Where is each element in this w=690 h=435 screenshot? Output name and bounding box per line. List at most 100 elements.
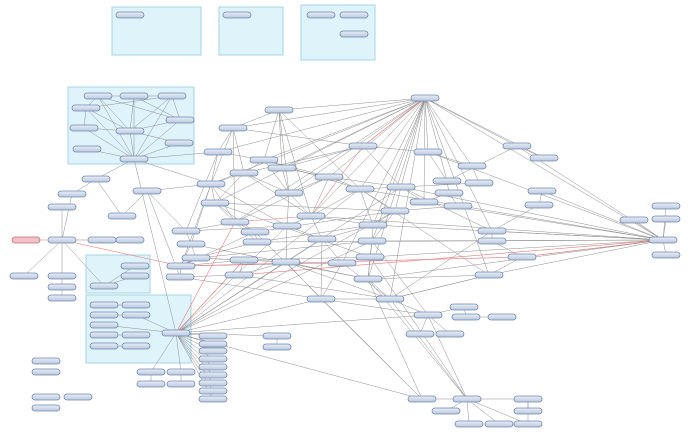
graph-node[interactable] <box>651 215 681 223</box>
graph-node[interactable] <box>477 237 507 245</box>
graph-node[interactable] <box>72 145 102 153</box>
graph-node[interactable] <box>651 202 681 210</box>
graph-node[interactable] <box>31 393 61 401</box>
graph-node[interactable] <box>296 212 326 220</box>
graph-node[interactable] <box>63 393 93 401</box>
graph-node[interactable] <box>262 332 292 340</box>
graph-node[interactable] <box>198 347 228 355</box>
graph-node[interactable] <box>31 368 61 376</box>
graph-node[interactable] <box>166 368 196 376</box>
graph-node[interactable] <box>47 294 77 302</box>
graph-node[interactable] <box>264 106 294 114</box>
graph-node[interactable] <box>31 357 61 365</box>
graph-node[interactable] <box>81 175 111 183</box>
graph-node[interactable] <box>176 240 206 248</box>
graph-node[interactable] <box>107 212 137 220</box>
graph-node[interactable] <box>220 218 250 226</box>
graph-node[interactable] <box>166 262 196 270</box>
graph-node[interactable] <box>407 395 437 403</box>
graph-node[interactable] <box>87 236 117 244</box>
graph-node[interactable] <box>89 282 119 290</box>
graph-node[interactable] <box>502 142 532 150</box>
graph-node[interactable] <box>69 124 99 132</box>
graph-node[interactable] <box>165 116 195 124</box>
graph-node[interactable] <box>454 420 484 428</box>
graph-node[interactable] <box>198 395 228 403</box>
graph-node[interactable] <box>203 148 233 156</box>
graph-node[interactable] <box>457 162 487 170</box>
graph-node[interactable] <box>171 227 201 235</box>
graph-node[interactable] <box>121 342 151 350</box>
graph-node[interactable] <box>648 236 678 244</box>
graph-node[interactable] <box>271 258 301 266</box>
graph-node[interactable] <box>47 283 77 291</box>
graph-node[interactable] <box>136 380 166 388</box>
graph-node[interactable] <box>449 303 479 311</box>
graph-node[interactable] <box>339 11 369 19</box>
graph-node[interactable] <box>272 222 302 230</box>
graph-node[interactable] <box>431 407 461 415</box>
graph-node[interactable] <box>529 154 559 162</box>
graph-node[interactable] <box>198 340 228 348</box>
graph-node[interactable] <box>132 187 162 195</box>
graph-node[interactable] <box>434 189 464 197</box>
graph-node[interactable] <box>198 387 228 395</box>
graph-node[interactable] <box>487 313 517 321</box>
graph-node[interactable] <box>452 395 482 403</box>
graph-node[interactable] <box>451 313 481 321</box>
graph-node[interactable] <box>477 227 507 235</box>
graph-node[interactable] <box>409 198 439 206</box>
graph-node[interactable] <box>619 216 649 224</box>
graph-node[interactable] <box>413 148 443 156</box>
graph-node[interactable] <box>345 185 375 193</box>
graph-node[interactable] <box>405 330 435 338</box>
graph-node[interactable] <box>435 330 465 338</box>
graph-node[interactable] <box>121 331 151 339</box>
graph-node[interactable] <box>121 311 151 319</box>
graph-node[interactable] <box>119 92 149 100</box>
graph-node[interactable] <box>198 363 228 371</box>
graph-node[interactable] <box>198 332 228 340</box>
graph-node[interactable] <box>196 180 226 188</box>
graph-node[interactable] <box>9 272 39 280</box>
graph-node[interactable] <box>121 301 151 309</box>
graph-node[interactable] <box>355 253 385 261</box>
graph-node[interactable] <box>513 407 543 415</box>
graph-node[interactable] <box>358 221 388 229</box>
graph-node[interactable] <box>198 371 228 379</box>
graph-node[interactable] <box>410 94 440 102</box>
graph-node[interactable] <box>198 379 228 387</box>
graph-node[interactable] <box>327 259 357 267</box>
graph-node[interactable] <box>339 30 369 38</box>
graph-node[interactable] <box>115 236 145 244</box>
graph-node[interactable] <box>89 301 119 309</box>
graph-node[interactable] <box>348 142 378 150</box>
graph-node[interactable] <box>165 273 195 281</box>
graph-node[interactable] <box>119 155 149 163</box>
graph-node[interactable] <box>267 164 297 172</box>
graph-node[interactable] <box>513 420 543 428</box>
graph-node[interactable] <box>161 329 191 337</box>
graph-node[interactable] <box>507 253 537 261</box>
graph-node[interactable] <box>375 295 405 303</box>
graph-node[interactable] <box>200 199 230 207</box>
graph-node[interactable] <box>120 262 150 270</box>
highlighted-node[interactable] <box>11 236 41 244</box>
graph-node[interactable] <box>353 275 383 283</box>
graph-node[interactable] <box>120 272 150 280</box>
graph-node[interactable] <box>527 187 557 195</box>
graph-node[interactable] <box>307 235 337 243</box>
graph-node[interactable] <box>89 342 119 350</box>
graph-node[interactable] <box>524 201 554 209</box>
graph-node[interactable] <box>484 420 514 428</box>
graph-node[interactable] <box>229 169 259 177</box>
graph-node[interactable] <box>136 368 166 376</box>
graph-node[interactable] <box>240 228 270 236</box>
graph-node[interactable] <box>262 343 292 351</box>
graph-node[interactable] <box>115 127 145 135</box>
graph-node[interactable] <box>464 179 494 187</box>
graph-node[interactable] <box>357 237 387 245</box>
graph-node[interactable] <box>651 251 681 259</box>
graph-node[interactable] <box>47 236 77 244</box>
graph-node[interactable] <box>380 207 410 215</box>
